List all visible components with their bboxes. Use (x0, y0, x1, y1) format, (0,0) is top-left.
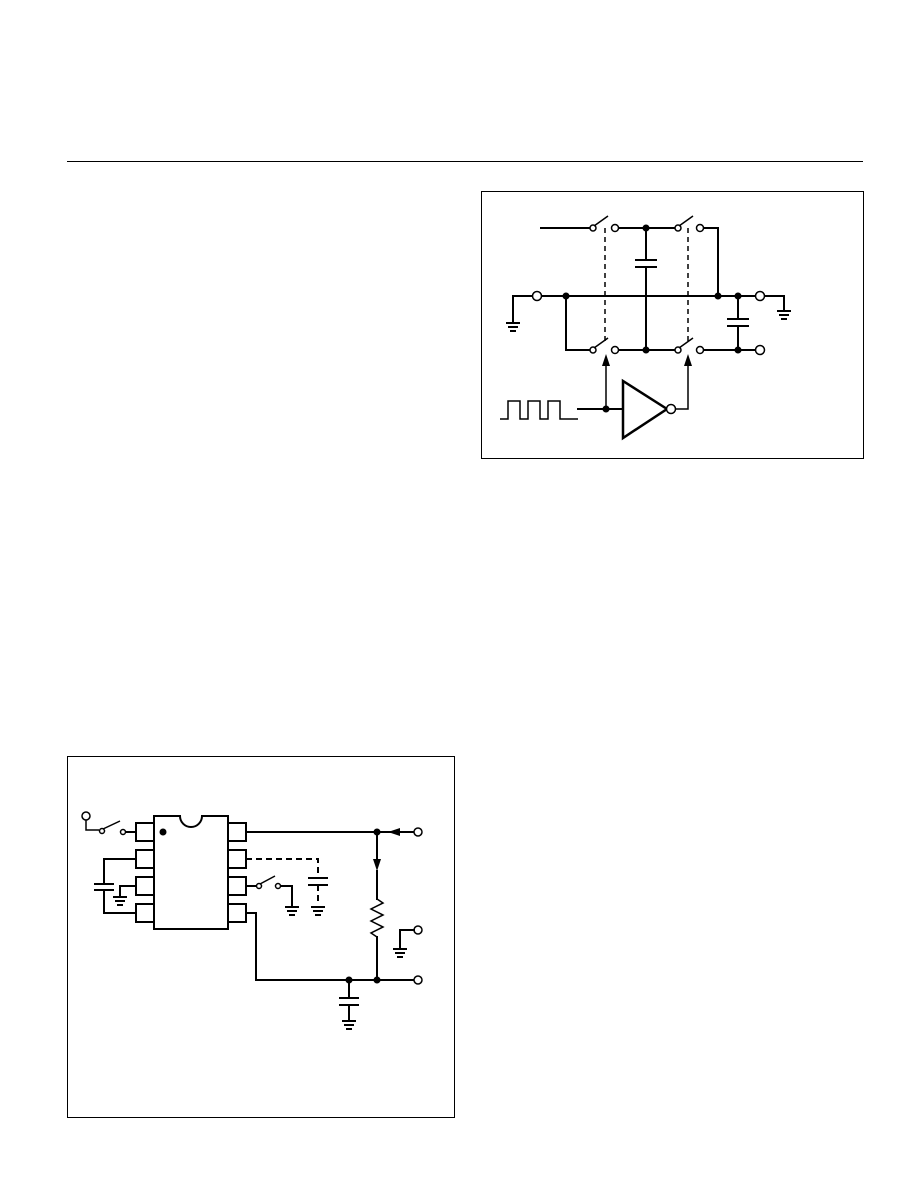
switched-capacitor-schematic (500, 215, 791, 441)
output-rail (245, 912, 415, 981)
switched-capacitor-figure (481, 191, 864, 459)
junction-dot (642, 346, 650, 354)
pin1-switch (81, 811, 137, 836)
pin6-switch (245, 875, 299, 916)
switch-s1 (589, 215, 620, 233)
header-rule (67, 161, 863, 162)
ground-left (506, 295, 534, 332)
ground-right (764, 295, 791, 320)
switch-s2 (674, 215, 705, 233)
switch-s4 (674, 337, 705, 355)
junction-dot (734, 346, 742, 354)
control-arrow-icon (676, 354, 692, 410)
dashed-optional-connection (246, 858, 328, 916)
inverter-gate-icon (621, 378, 677, 441)
left-capacitor (94, 858, 137, 914)
resistor-icon (369, 898, 385, 938)
terminal (413, 975, 423, 985)
flying-capacitor (635, 227, 657, 351)
junction-dot (602, 405, 610, 413)
8-pin-dip-ic (135, 815, 247, 930)
clock-waveform-icon (500, 400, 578, 420)
ic-application-figure (67, 756, 455, 1118)
terminal (754, 344, 766, 356)
terminal (413, 827, 423, 837)
reservoir-capacitor (727, 295, 749, 351)
ic-application-schematic (81, 811, 423, 1030)
ground-icon (393, 925, 423, 958)
bottom-left-wire (565, 295, 591, 351)
current-arrow-icon (373, 859, 381, 871)
junction-dot (373, 976, 381, 984)
ground-icon (113, 885, 137, 906)
terminal (754, 290, 766, 302)
junction-dot (714, 292, 722, 300)
top-right-wire (703, 227, 719, 297)
output-capacitor (339, 979, 359, 1030)
terminal (531, 290, 543, 302)
control-arrow-icon (602, 354, 610, 409)
pin-1-marker (159, 828, 167, 836)
junction-dot (642, 224, 650, 232)
current-arrow-icon (388, 828, 400, 836)
